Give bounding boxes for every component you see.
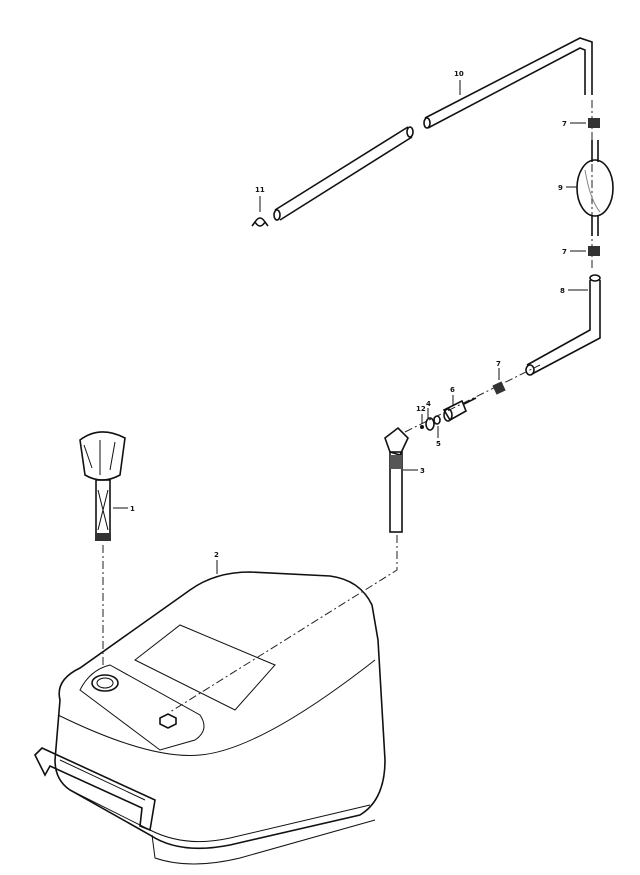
hose-10 [273, 37, 593, 221]
callout-1: 1 [130, 505, 135, 513]
clip-11 [251, 217, 269, 227]
callout-4: 4 [426, 400, 431, 408]
fuel-tank [34, 571, 386, 865]
callout-7-upper: 7 [562, 120, 567, 128]
callout-7-lower: 7 [496, 360, 501, 368]
callout-12: 12 [416, 405, 426, 413]
callout-5: 5 [436, 440, 441, 448]
callout-7-middle: 7 [562, 248, 567, 256]
callout-2: 2 [214, 551, 219, 559]
o-ring-5 [433, 415, 441, 425]
o-ring-12 [420, 425, 424, 429]
callout-3: 3 [420, 467, 425, 475]
callout-6: 6 [450, 386, 455, 394]
callout-9: 9 [558, 184, 563, 192]
washer-4 [425, 417, 435, 431]
callout-10: 10 [454, 70, 464, 78]
clamp-7-upper [588, 118, 600, 128]
leader-line-fittings [404, 364, 541, 433]
callouts: 1 2 3 4 5 6 7 7 7 8 9 10 11 12 [113, 70, 588, 574]
connector-6 [442, 397, 477, 422]
primer-bulb-9 [576, 140, 614, 236]
hose-8 [526, 280, 601, 375]
clamp-7-lower [492, 381, 506, 395]
filler-cap-gauge [79, 431, 126, 541]
callout-8: 8 [560, 287, 565, 295]
pickup-tube [384, 426, 409, 533]
leader-line-pickup [169, 535, 398, 713]
callout-11: 11 [255, 186, 265, 194]
clamp-7-middle [588, 246, 600, 256]
